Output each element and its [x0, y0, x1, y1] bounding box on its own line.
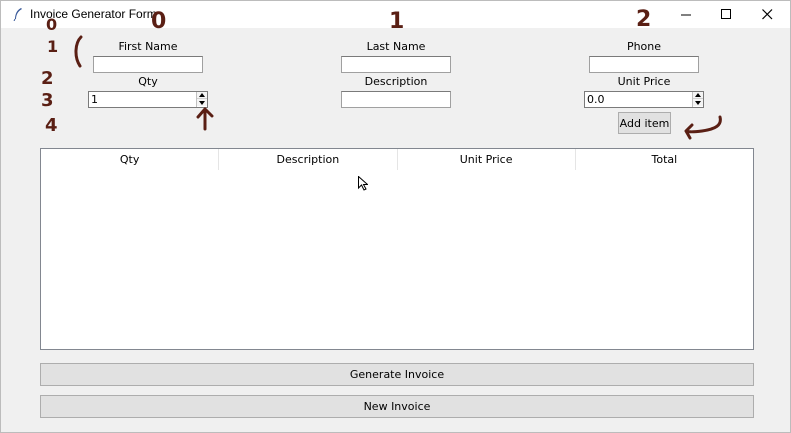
annotation-row-2: 2 [41, 68, 54, 89]
annotation-arrow-up [196, 107, 214, 131]
first-name-label: First Name [118, 40, 178, 53]
description-label: Description [364, 75, 428, 88]
annotation-row-4: 4 [45, 115, 58, 136]
close-button[interactable] [746, 1, 788, 28]
spin-up-icon[interactable] [693, 92, 703, 99]
phone-field[interactable] [589, 56, 699, 73]
column-header-qty[interactable]: Qty [41, 149, 220, 170]
maximize-button[interactable] [705, 1, 747, 28]
table-header: Qty Description Unit Price Total [41, 149, 753, 170]
close-icon [761, 9, 772, 20]
feather-icon [13, 8, 22, 21]
last-name-field[interactable] [341, 56, 451, 73]
annotation-row-1: 1 [47, 37, 59, 56]
new-invoice-button[interactable]: New Invoice [40, 395, 754, 418]
spin-down-icon[interactable] [197, 99, 207, 106]
annotation-row-3: 3 [41, 90, 54, 111]
annotation-bracket [74, 35, 83, 68]
unit-price-label: Unit Price [617, 75, 671, 88]
qty-spinbox[interactable] [88, 91, 208, 108]
unit-price-spinbox[interactable] [584, 91, 704, 108]
items-table[interactable]: Qty Description Unit Price Total [40, 148, 754, 350]
column-header-unit-price[interactable]: Unit Price [398, 149, 576, 170]
phone-label: Phone [626, 40, 662, 53]
qty-input[interactable] [89, 92, 197, 107]
column-header-description[interactable]: Description [219, 149, 398, 170]
title-bar[interactable]: Invoice Generator Form [1, 1, 790, 28]
unit-price-spin-arrows[interactable] [692, 92, 703, 107]
generate-invoice-button[interactable]: Generate Invoice [40, 363, 754, 386]
mouse-cursor-icon [358, 176, 368, 191]
add-item-button[interactable]: Add item [618, 112, 671, 134]
qty-spin-arrows[interactable] [196, 92, 207, 107]
maximize-icon [720, 9, 731, 19]
qty-label: Qty [138, 75, 158, 88]
minimize-button[interactable] [665, 1, 707, 28]
spin-up-icon[interactable] [197, 92, 207, 99]
first-name-field[interactable] [93, 56, 203, 73]
window-title: Invoice Generator Form [30, 7, 157, 21]
annotation-arrow-return [684, 115, 722, 140]
minimize-icon [680, 14, 691, 16]
unit-price-input[interactable] [585, 92, 693, 107]
column-header-total[interactable]: Total [651, 153, 678, 166]
description-field[interactable] [341, 91, 451, 108]
last-name-label: Last Name [366, 40, 426, 53]
spin-down-icon[interactable] [693, 99, 703, 106]
